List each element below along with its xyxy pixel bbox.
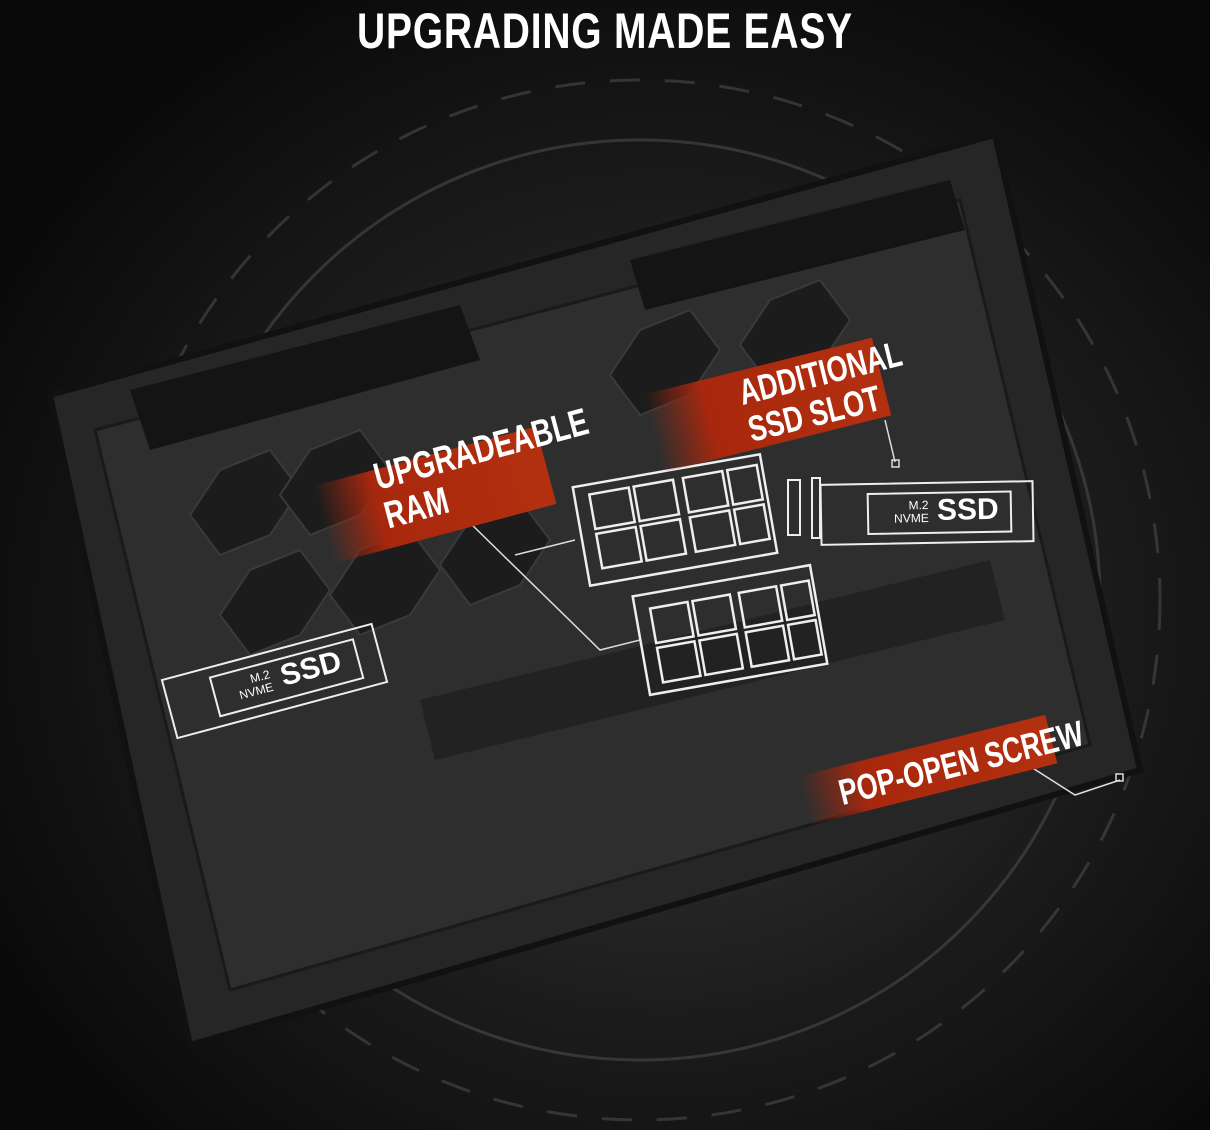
vent-top-left xyxy=(130,305,480,450)
ssd-slot-connector xyxy=(787,477,821,539)
center-recess xyxy=(420,560,1005,760)
ssd-interface: NVME xyxy=(893,510,929,526)
ram-module-bottom xyxy=(631,563,829,697)
ssd-type-label: M.2 NVME xyxy=(893,498,929,526)
ssd-card-right: M.2 NVME SSD xyxy=(819,480,1035,546)
page-title: UPGRADING MADE EASY xyxy=(357,3,853,59)
ssd-text: SSD xyxy=(936,492,999,527)
callout-lines xyxy=(464,419,1124,796)
vent-top-right xyxy=(630,180,965,310)
